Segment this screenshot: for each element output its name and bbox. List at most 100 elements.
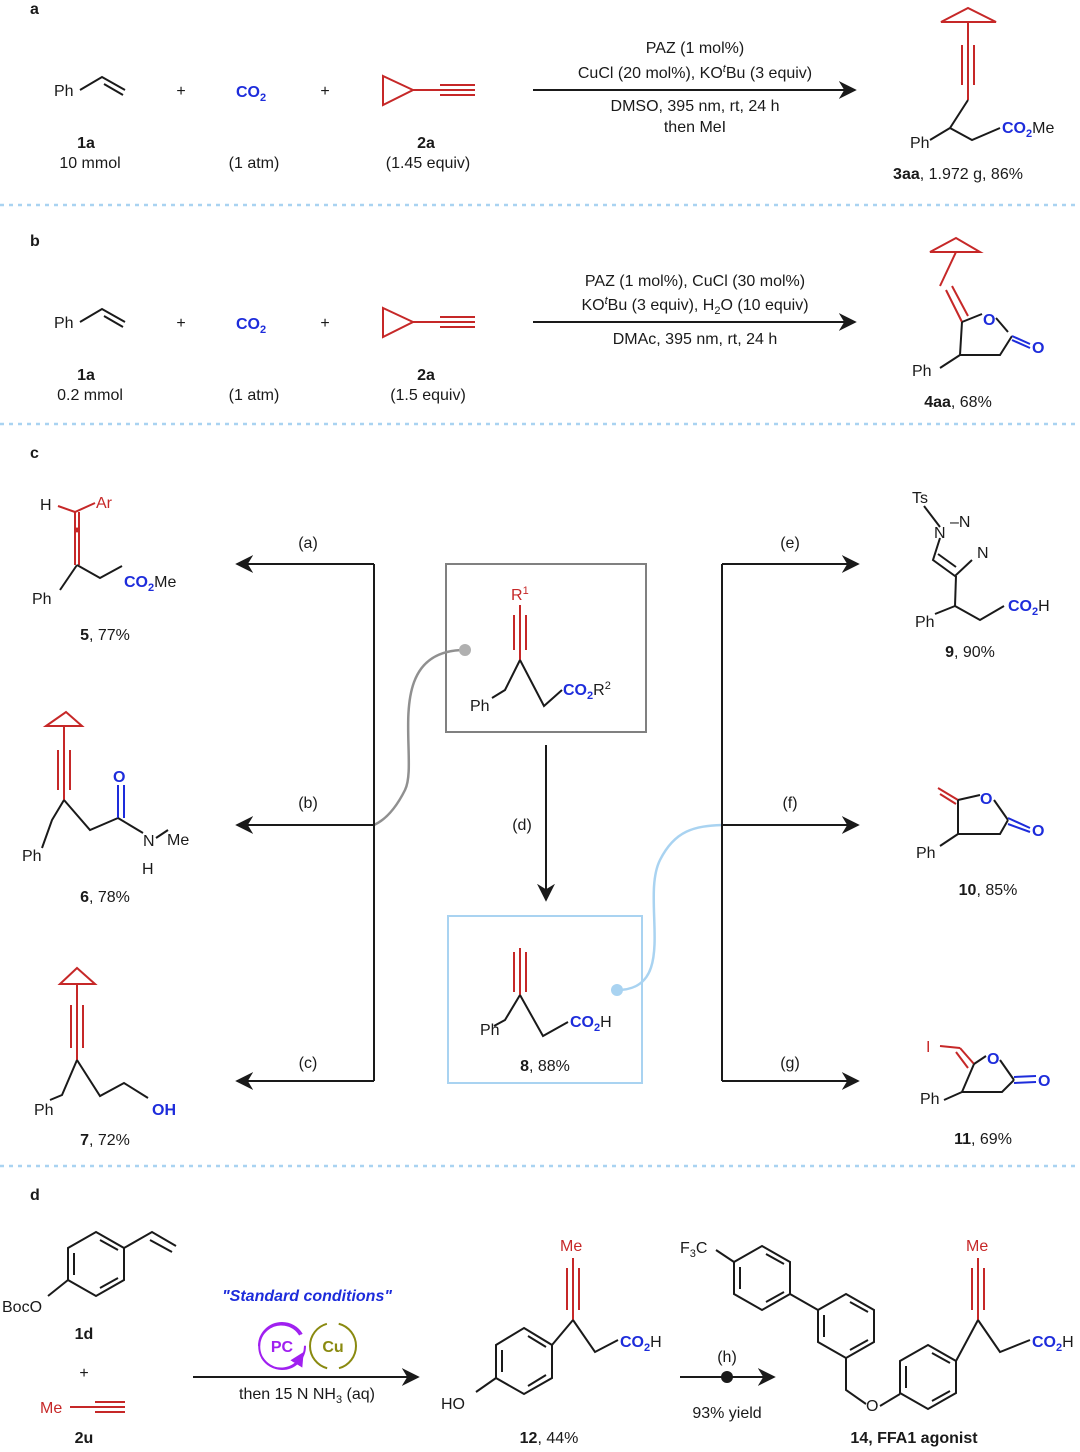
product-9-caption: 9, 90%	[945, 644, 995, 661]
amide-oxygen: O	[113, 769, 125, 786]
amide-hydrogen: H	[142, 861, 154, 878]
r1-label: 1a	[77, 135, 95, 152]
methyl-group: Me	[560, 1238, 582, 1255]
product-10	[937, 787, 1031, 847]
step-label-c: (c)	[299, 1055, 318, 1072]
condition-a-3: DMSO, 395 nm, rt, 24 h	[611, 98, 780, 115]
r1-amount: 10 mmol	[59, 155, 120, 172]
condition-b-3: DMAc, 395 nm, rt, 24 h	[613, 331, 778, 348]
product-10-caption: 10, 85%	[959, 882, 1018, 899]
product-12	[475, 1258, 619, 1396]
plus-sign: +	[176, 83, 185, 100]
tosyl-group: Ts	[912, 490, 928, 507]
ph-label: Ph	[910, 135, 930, 152]
product-8	[493, 948, 569, 1038]
ph-label: Ph	[920, 1091, 940, 1108]
pc-cycle-ring	[258, 1322, 306, 1370]
carbonyl-oxygen: O	[1032, 823, 1044, 840]
standard-conditions: "Standard conditions"	[222, 1288, 392, 1305]
condition-a-1: PAZ (1 mol%)	[646, 40, 744, 57]
co2-amount: (1 atm)	[229, 155, 280, 172]
product-6	[41, 710, 169, 849]
product-11-caption: 11, 69%	[954, 1131, 1012, 1148]
condition-b-2: KOtBu (3 equiv), H2O (10 equiv)	[581, 295, 808, 317]
ph-label: Ph	[470, 698, 490, 715]
h-atom: H	[40, 497, 52, 514]
ar-group: Ar	[96, 495, 113, 512]
ph-label: Ph	[480, 1022, 500, 1039]
r1-label: 1d	[75, 1326, 94, 1343]
cu-cycle-ring	[309, 1322, 357, 1370]
styrene-1a	[79, 307, 126, 328]
co2me-group: CO2Me	[1002, 120, 1054, 140]
triazole-n2: –N	[950, 514, 970, 531]
substrate-general	[491, 605, 563, 708]
product-9	[923, 505, 1005, 622]
r1-group: R1	[511, 585, 529, 604]
step-label-f: (f)	[782, 795, 797, 812]
hydroxyl-group: OH	[152, 1102, 176, 1119]
product-8-caption: 8, 88%	[520, 1058, 570, 1075]
panel-label-c: c	[30, 445, 39, 462]
connector-dot	[459, 644, 471, 656]
co2h-group: CO2H	[620, 1334, 662, 1354]
step-label-d: (d)	[512, 817, 532, 834]
product-3aa-caption: 3aa, 1.972 g, 86%	[893, 166, 1023, 183]
condition-a-4: then MeI	[664, 119, 726, 136]
plus-sign: +	[79, 1365, 88, 1382]
product-7-caption: 7, 72%	[80, 1132, 130, 1149]
carbonyl-oxygen: O	[1038, 1073, 1050, 1090]
cyclopropylacetylene-2a	[382, 74, 475, 107]
cf3-group: F3C	[680, 1240, 707, 1260]
co2h-group: CO2H	[1008, 598, 1050, 618]
ph-label: Ph	[912, 363, 932, 380]
r2-label: 2u	[75, 1430, 94, 1447]
product-6-caption: 6, 78%	[80, 889, 130, 906]
ring-oxygen: O	[983, 312, 995, 329]
ph-label: Ph	[54, 315, 74, 332]
carbonyl-oxygen: O	[1032, 340, 1044, 357]
co2-reagent: CO2	[236, 316, 266, 336]
plus-sign: +	[320, 315, 329, 332]
ho-group: HO	[441, 1396, 465, 1413]
step-label-b: (b)	[298, 795, 318, 812]
panel-label-d: d	[30, 1187, 40, 1204]
step-label-h: (h)	[717, 1349, 737, 1366]
styrene-1a: Ph	[54, 75, 126, 100]
triazole-n3: N	[977, 545, 989, 562]
pc-label: PC	[271, 1339, 294, 1356]
r3-label: 2a	[417, 135, 435, 152]
co2-reagent: CO2	[236, 84, 266, 104]
boco-group: BocO	[2, 1299, 42, 1316]
product-3aa	[929, 6, 1001, 142]
co2me-group: CO2Me	[124, 574, 176, 594]
plus-sign: +	[320, 83, 329, 100]
ph-label: Ph	[32, 591, 52, 608]
ph-label: Ph	[22, 848, 42, 865]
connector-blue	[616, 823, 723, 992]
condition-a-2: CuCl (20 mol%), KOtBu (3 equiv)	[578, 63, 812, 82]
product-11	[939, 1045, 1037, 1101]
methyl-group: Me	[40, 1400, 62, 1417]
ring-oxygen: O	[987, 1051, 999, 1068]
step-dot	[721, 1371, 733, 1383]
methyl-group: Me	[167, 832, 189, 849]
connector-dot	[611, 984, 623, 996]
product-5	[57, 502, 123, 591]
cu-label: Cu	[322, 1339, 343, 1356]
co2h-group: CO2H	[570, 1014, 612, 1034]
product-4aa-caption: 4aa, 68%	[924, 394, 992, 411]
co2h-group: CO2H	[1032, 1334, 1074, 1354]
step-h-yield: 93% yield	[692, 1405, 761, 1422]
substrate-box	[445, 563, 647, 733]
ph-label: Ph	[54, 83, 74, 100]
then-ammonia: then 15 N NH3 (aq)	[239, 1386, 375, 1406]
product-14-caption: 14, FFA1 agonist	[850, 1430, 978, 1447]
ph-label: Ph	[916, 845, 936, 862]
co2r2-group: CO2R2	[563, 680, 611, 702]
ether-oxygen: O	[866, 1398, 878, 1415]
product-4aa	[929, 236, 1031, 369]
cyclopropylacetylene-2a	[382, 306, 475, 339]
r3-amount: (1.45 equiv)	[386, 155, 471, 172]
ph-label: Ph	[915, 614, 935, 631]
